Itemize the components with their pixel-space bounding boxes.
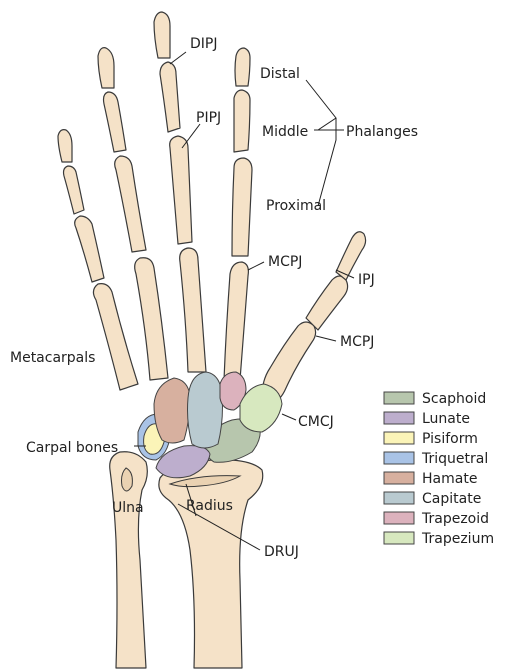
legend-label-hamate: Hamate: [422, 471, 477, 487]
legend-swatch-capitate: [384, 492, 414, 504]
label-middle: Middle: [262, 124, 308, 140]
label-carpal-bones: Carpal bones: [26, 440, 118, 456]
label-mcpj-finger: MCPJ: [268, 254, 302, 270]
legend-swatch-triquetral: [384, 452, 414, 464]
legend-label-capitate: Capitate: [422, 491, 481, 507]
legend-label-trapezoid: Trapezoid: [421, 511, 489, 527]
legend-swatch-scaphoid: [384, 392, 414, 404]
legend-swatch-hamate: [384, 472, 414, 484]
index-finger-bones: [224, 48, 252, 380]
carpal-capitate: [188, 372, 223, 448]
label-ulna: Ulna: [112, 500, 144, 516]
label-proximal: Proximal: [266, 198, 326, 214]
label-cmcj: CMCJ: [298, 414, 334, 430]
label-pipj: PIPJ: [196, 110, 221, 126]
carpal-hamate: [154, 378, 190, 443]
label-ipj: IPJ: [358, 272, 375, 288]
label-druj: DRUJ: [264, 544, 299, 560]
label-dipj: DIPJ: [190, 36, 217, 52]
middle-finger-bones: [154, 12, 206, 372]
legend-swatch-pisiform: [384, 432, 414, 444]
legend-swatch-trapezoid: [384, 512, 414, 524]
legend-swatch-trapezium: [384, 532, 414, 544]
legend-label-scaphoid: Scaphoid: [422, 391, 486, 407]
legend-label-lunate: Lunate: [422, 411, 470, 427]
label-phalanges: Phalanges: [346, 124, 418, 140]
label-radius: Radius: [186, 498, 233, 514]
label-metacarpals: Metacarpals: [10, 350, 95, 366]
legend: ScaphoidLunatePisiformTriquetralHamateCa…: [384, 391, 494, 547]
legend-label-triquetral: Triquetral: [421, 451, 488, 467]
radius-bone: [159, 460, 263, 668]
ulna-bone: [110, 452, 148, 668]
legend-swatch-lunate: [384, 412, 414, 424]
label-distal: Distal: [260, 66, 300, 82]
label-mcpj-thumb: MCPJ: [340, 334, 374, 350]
legend-label-trapezium: Trapezium: [421, 531, 494, 547]
legend-label-pisiform: Pisiform: [422, 431, 478, 447]
